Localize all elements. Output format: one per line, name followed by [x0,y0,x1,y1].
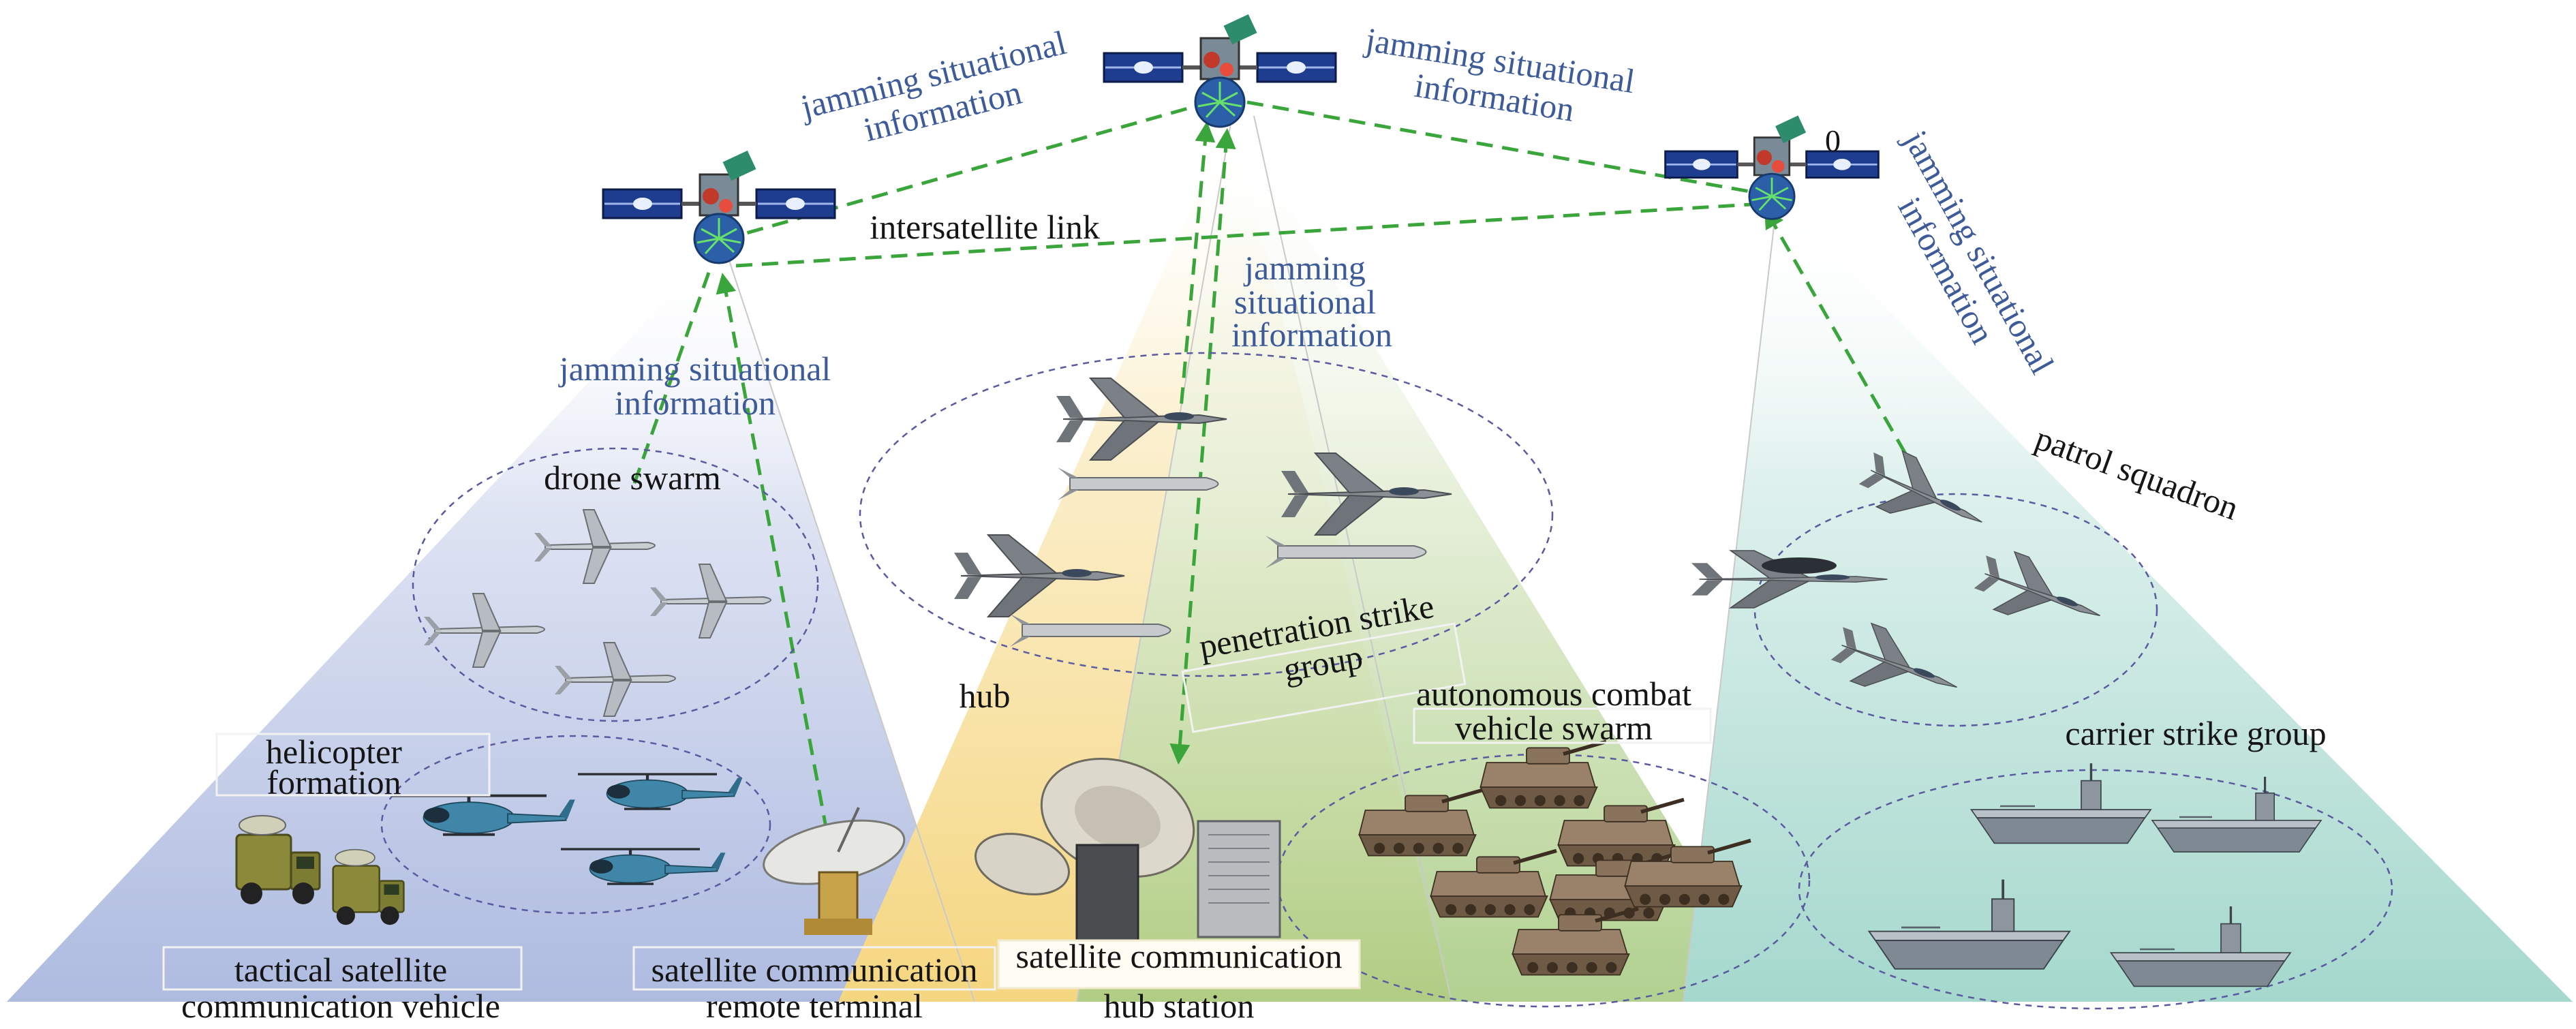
svg-text:formation: formation [266,763,401,801]
svg-text:autonomous combat: autonomous combat [1416,675,1691,713]
hub-station-cabinet [1197,820,1281,938]
remote-terminal-label: satellite communication remote terminal [651,951,977,1025]
center-jamming-label: jamming situational information [1231,249,1392,354]
svg-text:hub station: hub station [1104,987,1255,1025]
svg-text:helicopter: helicopter [266,733,402,771]
intersatellite-link-label: intersatellite link [870,208,1099,246]
svg-text:satellite communication: satellite communication [651,951,977,989]
hub-label: hub [960,677,1011,715]
helicopter-ring [380,735,771,915]
hub-station-dish-icon [975,757,1195,942]
dish-antenna-icon [763,807,906,935]
patrol-squadron-ring [1753,493,2158,727]
satellite-icon [603,151,835,263]
svg-text:remote terminal: remote terminal [706,987,923,1025]
svg-text:information: information [1231,316,1392,354]
satellite-number: 0 [1825,123,1841,158]
top-right-jamming-label: jamming situational information [1362,20,1637,129]
hub-station-label: satellite communication hub station [1015,937,1342,1025]
satellite-icon [1104,14,1336,127]
carrier-strike-label: carrier strike group [2065,714,2326,752]
tactical-vehicle-label: tactical satellite communication vehicle [181,951,500,1025]
top-left-jamming-label: jamming situational information [796,23,1070,149]
green-coverage-zone [1077,116,1779,1002]
svg-text:vehicle swarm: vehicle swarm [1455,709,1653,747]
svg-text:information: information [615,384,776,422]
drone-swarm-ring [412,447,819,722]
penetration-group-ring [859,352,1554,677]
left-jamming-label: jamming situational information [558,350,831,422]
svg-text:jamming: jamming [1243,249,1366,287]
right-coverage-zone [1683,198,2573,1002]
helicopter-formation-label: helicopter formation [266,733,402,801]
svg-text:communication vehicle: communication vehicle [181,987,500,1025]
autonomous-combat-label: autonomous combat vehicle swarm [1416,675,1691,747]
svg-text:situational: situational [1234,283,1376,321]
svg-text:jamming situational: jamming situational [558,350,831,388]
satellite-icon [1666,116,1879,219]
carrier-group-ring [1798,769,2393,1010]
drone-swarm-label: drone swarm [544,459,721,497]
svg-text:satellite communication: satellite communication [1015,937,1342,975]
svg-text:tactical satellite: tactical satellite [234,951,447,989]
